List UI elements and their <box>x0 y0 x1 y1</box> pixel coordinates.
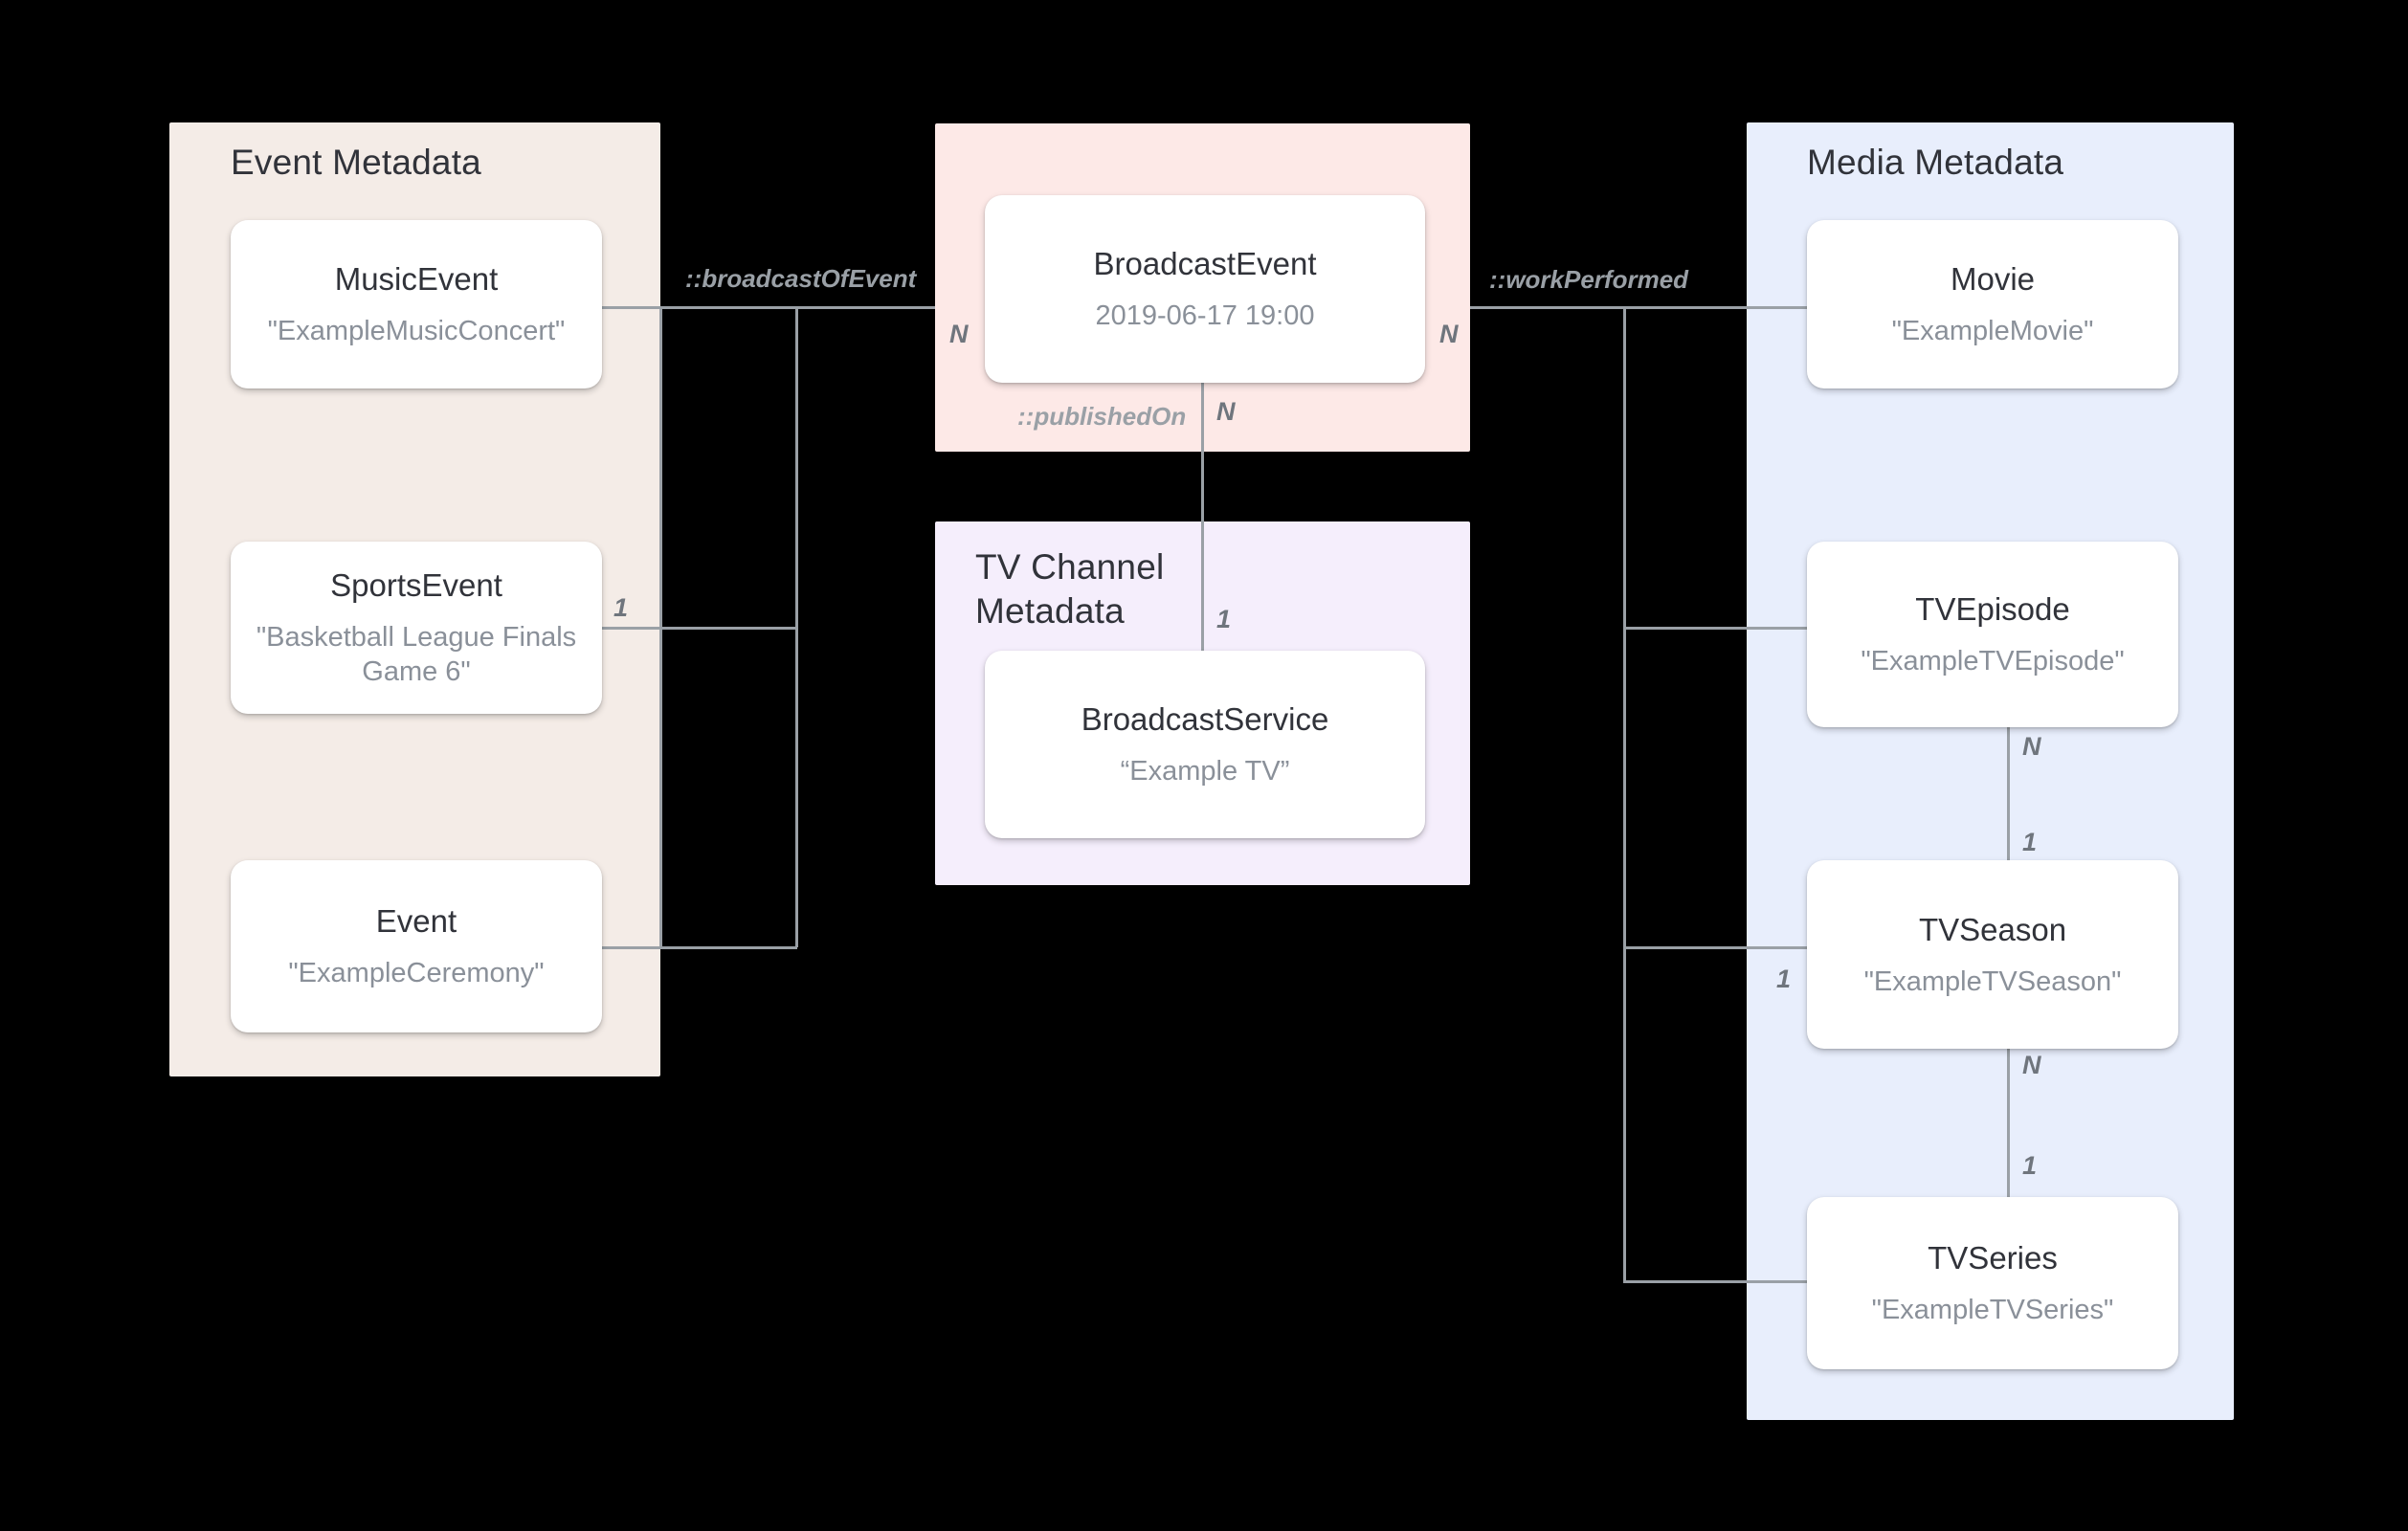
node-sports-event-type: SportsEvent <box>330 567 502 603</box>
node-event[interactable]: Event "ExampleCeremony" <box>231 860 602 1032</box>
cardinality-broadcast-event-left: N <box>949 320 969 348</box>
node-tv-season-type: TVSeason <box>1918 911 2067 947</box>
relationship-label-work-performed: ::workPerformed <box>1489 265 1689 294</box>
edge-published-on-vertical <box>1201 383 1204 651</box>
panel-title-tv-channel-metadata: TV Channel Metadata <box>975 545 1215 633</box>
edge-right-bus-vertical <box>1623 306 1626 1282</box>
node-broadcast-service[interactable]: BroadcastService “Example TV” <box>985 651 1425 838</box>
node-music-event-type: MusicEvent <box>334 261 499 297</box>
edge-tv-episode-to-tv-season <box>2007 727 2010 907</box>
node-tv-series[interactable]: TVSeries "ExampleTVSeries" <box>1807 1197 2178 1369</box>
panel-title-line-2: Metadata <box>975 591 1125 631</box>
node-tv-episode-type: TVEpisode <box>1915 591 2070 627</box>
node-tv-series-value: "ExampleTVSeries" <box>1871 1295 2114 1325</box>
node-movie-value: "ExampleMovie" <box>1891 316 2094 346</box>
cardinality-published-on-top: N <box>1216 397 1236 426</box>
edge-event-to-bus <box>598 946 797 949</box>
node-tv-season-value: "ExampleTVSeason" <box>1863 965 2122 997</box>
node-movie[interactable]: Movie "ExampleMovie" <box>1807 220 2178 388</box>
cardinality-published-on-bottom: 1 <box>1216 605 1232 633</box>
node-tv-season[interactable]: TVSeason "ExampleTVSeason" <box>1807 860 2178 1049</box>
node-tv-series-type: TVSeries <box>1928 1240 2058 1276</box>
node-tv-episode[interactable]: TVEpisode "ExampleTVEpisode" <box>1807 542 2178 727</box>
edge-bus-to-tv-series <box>1623 1280 1807 1283</box>
cardinality-episode-to-season-1: 1 <box>2022 828 2038 856</box>
cardinality-season-to-series-1: 1 <box>2022 1151 2038 1180</box>
cardinality-season-to-series-n: N <box>2022 1051 2041 1079</box>
node-broadcast-service-value: “Example TV” <box>1120 756 1290 787</box>
node-music-event-value: "ExampleMusicConcert" <box>267 316 566 346</box>
edge-broadcast-event-to-right-bus <box>1470 306 1625 309</box>
edge-event-panel-bus-vertical <box>659 306 662 947</box>
node-broadcast-service-type: BroadcastService <box>1081 701 1329 737</box>
node-movie-type: Movie <box>1950 261 2036 297</box>
edge-bus-to-broadcast-event <box>795 306 935 309</box>
edge-bus-to-movie <box>1623 306 1807 309</box>
relationship-label-published-on: ::publishedOn <box>1017 402 1187 431</box>
node-event-type: Event <box>375 903 457 939</box>
edge-bus-to-tv-season <box>1623 946 1807 949</box>
edge-tv-season-to-tv-series <box>2007 1049 2010 1231</box>
cardinality-sports-event-right: 1 <box>613 593 629 622</box>
node-broadcast-event-type: BroadcastEvent <box>1093 246 1317 281</box>
node-broadcast-event-value: 2019-06-17 19:00 <box>1095 300 1315 331</box>
node-sports-event-value: "Basketball League Finals Game 6" <box>256 622 577 687</box>
node-event-value: "ExampleCeremony" <box>288 958 545 988</box>
panel-title-event-metadata: Event Metadata <box>231 143 481 182</box>
edge-bus-to-tv-episode <box>1623 627 1807 630</box>
edge-sports-event-to-bus <box>598 627 797 630</box>
edge-music-event-to-bus <box>598 306 797 309</box>
node-sports-event[interactable]: SportsEvent "Basketball League Finals Ga… <box>231 542 602 714</box>
cardinality-broadcast-event-right: N <box>1439 320 1459 348</box>
cardinality-season-left: 1 <box>1776 965 1792 993</box>
node-tv-episode-value: "ExampleTVEpisode" <box>1861 646 2125 677</box>
node-music-event[interactable]: MusicEvent "ExampleMusicConcert" <box>231 220 602 388</box>
relationship-label-broadcast-of-event: ::broadcastOfEvent <box>685 264 917 293</box>
panel-title-line-1: TV Channel <box>975 547 1165 587</box>
node-broadcast-event[interactable]: BroadcastEvent 2019-06-17 19:00 <box>985 195 1425 383</box>
panel-title-media-metadata: Media Metadata <box>1807 143 2064 182</box>
cardinality-episode-to-season-n: N <box>2022 732 2041 761</box>
